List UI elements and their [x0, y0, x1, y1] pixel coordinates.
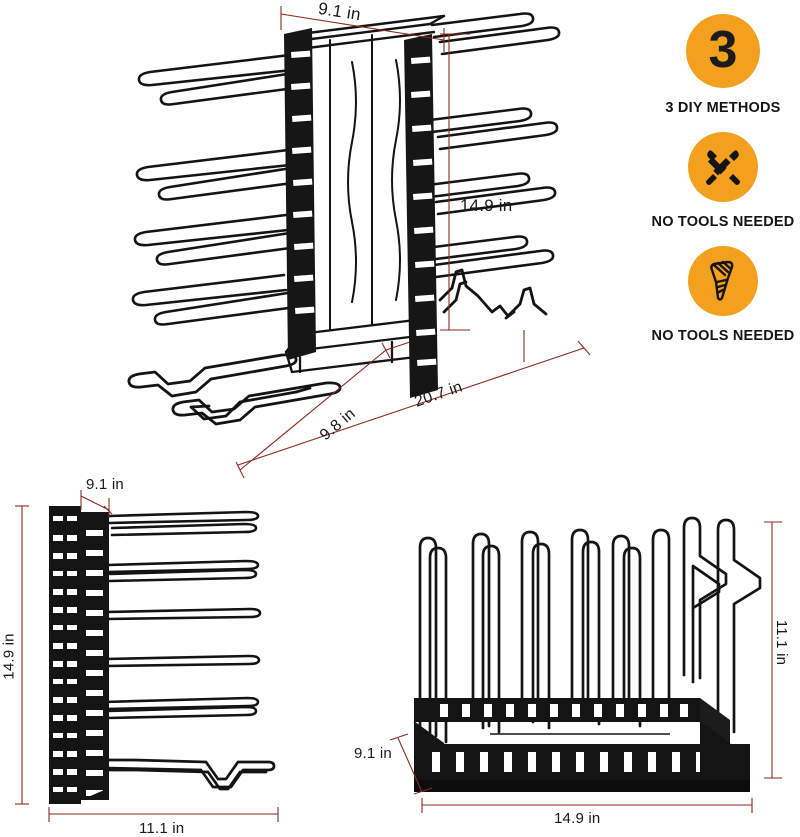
right-slotted-panel: [404, 34, 438, 398]
front-lid-holder-arms: [682, 516, 762, 734]
side-rack-drawing: [15, 490, 279, 822]
badge-diy-methods: 3 3 DIY METHODS: [665, 14, 780, 116]
dimension-lines: [235, 6, 591, 479]
isometric-rack-drawing: [127, 6, 591, 479]
front-view: 9.1 in 11.1 in 14.9 in: [354, 500, 800, 835]
side-dimension-lines: [15, 490, 279, 822]
badge-label-no-tools-screw: NO TOOLS NEEDED: [651, 328, 795, 344]
screw-glyph: [710, 260, 734, 301]
screw-icon: [687, 246, 758, 316]
side-wire-tiers: [102, 510, 262, 720]
front-wire-dividers: [418, 528, 671, 744]
dimension-label-side-height: 14.9 in: [0, 633, 18, 680]
dimension-label-side-width: 11.1 in: [139, 820, 185, 837]
feature-badges: 3 3 DIY METHODS: [646, 14, 800, 404]
dimension-label-front-height: 11.1 in: [773, 619, 791, 666]
side-lid-holder-arms: [101, 758, 276, 791]
dimension-label-side-depth: 9.1 in: [86, 476, 124, 493]
front-rack-drawing: [389, 516, 782, 813]
front-base-connectors: [413, 721, 731, 745]
front-base-tray: [414, 698, 750, 792]
lid-holder-arm-left-2: [171, 381, 342, 426]
side-view: 9.1 in 14.9 in 11.1 in: [0, 470, 300, 837]
dimension-label-front-depth: 9.1 in: [354, 745, 392, 762]
crossed-wrench-screwdriver-icon: [687, 132, 758, 202]
badge-number: 3: [708, 21, 738, 79]
isometric-view: 9.1 in 14.9 in 9.8 in 20.7 in: [0, 0, 640, 480]
crossed-wrench-screwdriver-glyph: [705, 150, 740, 185]
side-slotted-panels: [49, 506, 109, 804]
badge-label-no-tools-wrench: NO TOOLS NEEDED: [651, 214, 795, 230]
badge-label-diy-methods: 3 DIY METHODS: [665, 100, 781, 116]
left-slotted-panel: [284, 28, 316, 360]
back-wire-grid: [329, 34, 401, 331]
dimension-label-iso-height: 14.9 in: [460, 196, 513, 215]
lid-holder-arm-left: [127, 353, 312, 421]
front-dimension-lines: [389, 521, 782, 813]
dimension-label-front-width: 14.9 in: [554, 810, 601, 827]
wire-tier-loops-left: [131, 53, 304, 326]
lid-holder-arm-right: [438, 268, 548, 320]
badge-no-tools-screw: NO TOOLS NEEDED: [652, 246, 795, 344]
number-3-icon: 3: [685, 14, 760, 88]
wire-tier-loops-right: [424, 12, 561, 279]
badge-no-tools-wrench: NO TOOLS NEEDED: [652, 132, 795, 230]
